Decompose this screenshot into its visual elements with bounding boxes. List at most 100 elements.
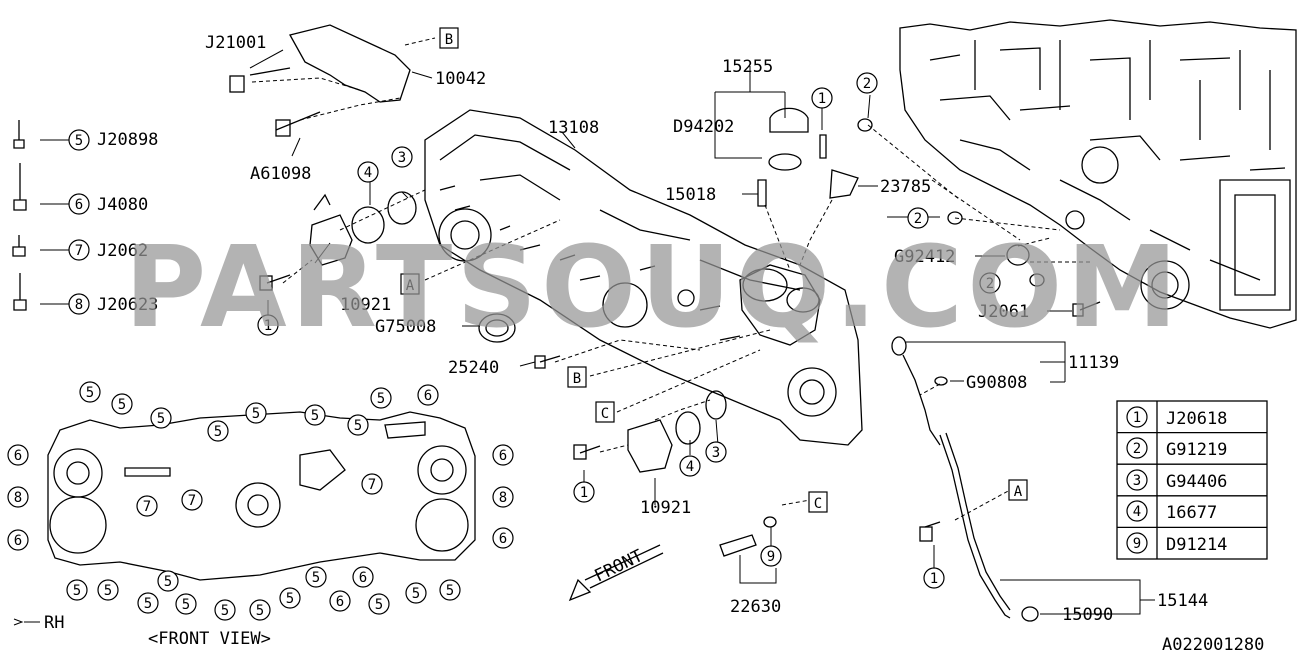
ref-number-eight: 8 — [68, 293, 90, 315]
label-10921-top: 10921 — [340, 295, 391, 315]
ref-number-text: 1 — [264, 318, 272, 334]
front-view-label: <FRONT VIEW> — [148, 629, 271, 649]
legend-number: 1 — [1133, 410, 1141, 426]
ref-number-six: 6 — [7, 444, 29, 466]
marker-b: B — [567, 366, 587, 388]
ref-number-three: 3 — [391, 146, 413, 168]
legend-number-circle — [1126, 437, 1148, 459]
ref-number-text: 7 — [368, 477, 376, 493]
ref-number-five: 5 — [157, 570, 179, 592]
label-15090: 15090 — [1062, 605, 1113, 625]
ref-number-nine: 9 — [760, 545, 782, 567]
ref-number-text: 5 — [354, 418, 362, 434]
sensor-22630-drawing — [719, 516, 777, 557]
ref-number-six: 6 — [7, 529, 29, 551]
ref-number-text: 6 — [14, 533, 22, 549]
hardware-drawing — [229, 24, 1101, 460]
ref-number-text: 5 — [256, 603, 264, 619]
ref-number-text: 5 — [252, 406, 260, 422]
front-view-drawing — [47, 411, 476, 581]
ref-number-text: 5 — [164, 574, 172, 590]
ref-number-text: 8 — [14, 490, 22, 506]
ref-number-text: 8 — [499, 490, 507, 506]
ref-number-text: 7 — [75, 243, 83, 259]
ref-number-six: 6 — [68, 193, 90, 215]
ref-number-one: 1 — [573, 481, 595, 503]
covers-10921-drawing — [309, 191, 727, 473]
label-23785: 23785 — [880, 177, 931, 197]
ref-number-one: 1 — [811, 87, 833, 109]
label-d94202: D94202 — [673, 117, 734, 137]
ref-number-text: 1 — [818, 91, 826, 107]
front-arrow-icon — [568, 544, 664, 602]
ref-number-text: 5 — [375, 597, 383, 613]
ref-number-text: 1 — [580, 485, 588, 501]
ref-number-text: 3 — [398, 150, 406, 166]
label-15255: 15255 — [722, 57, 773, 77]
label-j20898: J20898 — [97, 130, 158, 150]
ref-number-six: 6 — [417, 384, 439, 406]
rh-label: RH — [44, 613, 64, 633]
ref-number-text: 4 — [686, 459, 694, 475]
ref-number-text: 5 — [182, 597, 190, 613]
ref-number-five: 5 — [405, 582, 427, 604]
label-10042: 10042 — [435, 69, 486, 89]
ref-number-text: 6 — [499, 531, 507, 547]
label-j2061: J2061 — [978, 302, 1029, 322]
marker-a: A — [400, 273, 420, 295]
ref-number-text: 5 — [412, 586, 420, 602]
ref-number-text: 5 — [446, 583, 454, 599]
ref-number-five: 5 — [249, 599, 271, 621]
legend-number-circle — [1126, 500, 1148, 522]
ref-number-five: 5 — [304, 404, 326, 426]
label-11139: 11139 — [1068, 353, 1119, 373]
ref-number-text: 6 — [499, 448, 507, 464]
ref-number-five: 5 — [207, 420, 229, 442]
ref-number-text: 5 — [377, 391, 385, 407]
ref-number-four: 4 — [679, 455, 701, 477]
ref-number-text: 5 — [73, 583, 81, 599]
ref-number-text: 5 — [118, 397, 126, 413]
timing-cover-drawing — [424, 109, 863, 446]
label-15018: 15018 — [665, 185, 716, 205]
label-j2062: J2062 — [97, 241, 148, 261]
ref-number-five: 5 — [66, 579, 88, 601]
ref-number-text: 5 — [221, 603, 229, 619]
label-j21001: J21001 — [205, 33, 266, 53]
ref-number-one: 1 — [923, 567, 945, 589]
label-g75008: G75008 — [375, 317, 436, 337]
label-a61098: A61098 — [250, 164, 311, 184]
legend-number-circle — [1126, 469, 1148, 491]
ref-number-six: 6 — [329, 590, 351, 612]
legend-box — [1116, 400, 1268, 560]
bolt-icons — [12, 120, 27, 311]
ref-number-text: 2 — [914, 211, 922, 227]
ref-number-seven: 7 — [361, 473, 383, 495]
ref-number-text: 9 — [767, 549, 775, 565]
legend-number-circle — [1126, 532, 1148, 554]
ref-number-five: 5 — [279, 587, 301, 609]
ref-number-six: 6 — [352, 566, 374, 588]
ref-number-five: 5 — [150, 407, 172, 429]
legend-number: 3 — [1133, 473, 1141, 489]
legend-part: G91219 — [1166, 440, 1227, 460]
ref-number-six: 6 — [492, 527, 514, 549]
leader-lines — [13, 37, 1155, 626]
ref-number-seven: 7 — [181, 489, 203, 511]
ref-number-text: 6 — [336, 594, 344, 610]
ref-number-text: 5 — [157, 411, 165, 427]
ref-number-text: 5 — [86, 385, 94, 401]
legend-number: 2 — [1133, 441, 1141, 457]
ref-number-three: 3 — [705, 441, 727, 463]
ref-number-five: 5 — [111, 393, 133, 415]
label-j4080: J4080 — [97, 195, 148, 215]
ref-number-five: 5 — [68, 129, 90, 151]
ref-number-five: 5 — [137, 592, 159, 614]
marker-b: B — [439, 27, 459, 49]
front-label: FRONT — [591, 546, 646, 586]
ref-number-seven: 7 — [68, 239, 90, 261]
ref-number-five: 5 — [175, 593, 197, 615]
